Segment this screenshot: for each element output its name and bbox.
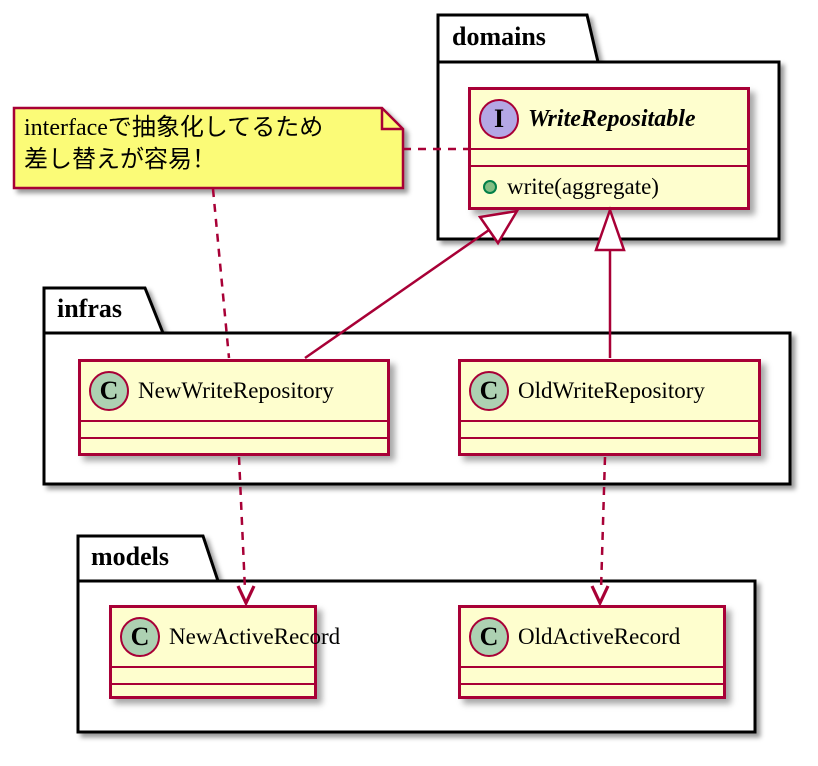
class-old-write-repository: C OldWriteRepository [458,359,761,456]
class-name: OldActiveRecord [518,624,681,649]
class-name: OldWriteRepository [518,378,705,403]
methods-compartment [81,437,387,453]
interface-fields-compartment [471,148,747,165]
dependency-old-write-repository-old-active-record [590,456,610,607]
note-line-1: interfaceで抽象化してるため [24,115,324,141]
fields-compartment [81,420,387,437]
methods-compartment [112,683,314,696]
class-name: NewWriteRepository [138,378,334,403]
class-new-write-repository: C NewWriteRepository [78,359,390,456]
interface-title: I WriteRepositable [471,90,747,148]
dependency-new-write-repository-new-active-record [236,456,256,607]
class-title: C NewActiveRecord [112,608,340,666]
class-spot-icon: C [469,371,509,411]
class-spot-icon: C [120,617,160,657]
class-spot-icon: C [89,371,129,411]
class-title: C OldWriteRepository [461,362,758,420]
public-method-icon [483,180,497,194]
class-title: C NewWriteRepository [81,362,387,420]
package-label-infras: infras [57,294,122,323]
note: interfaceで抽象化してるため 差し替えが容易！ [24,112,396,176]
fields-compartment [112,666,314,683]
arrowhead-icon [590,585,610,607]
interface-name: WriteRepositable [528,105,696,132]
hollow-triangle-icon [477,209,520,246]
interface-spot-icon: I [479,99,519,139]
class-new-active-record: C NewActiveRecord [109,605,340,699]
fields-compartment [461,420,758,437]
package-label-domains: domains [452,22,546,51]
methods-compartment [461,683,723,696]
realization-old-write-repository-write-repositable [594,206,626,358]
interface-methods-compartment: write(aggregate) [471,165,747,207]
class-old-active-record: C OldActiveRecord [458,605,726,699]
realization-new-write-repository-write-repositable [304,209,520,360]
arrowhead-icon [236,585,256,607]
class-title: C OldActiveRecord [461,608,723,666]
interface-write-repositable: I WriteRepositable write(aggregate) [468,87,750,210]
methods-compartment [461,437,758,453]
note-line-2: 差し替えが容易！ [24,147,216,173]
hollow-triangle-icon [594,206,626,252]
note-link-to-new-write-repository [211,188,231,359]
class-name: NewActiveRecord [169,624,341,649]
class-spot-icon: C [469,617,509,657]
package-label-models: models [91,542,169,571]
interface-method: write(aggregate) [507,174,659,199]
fields-compartment [461,666,723,683]
